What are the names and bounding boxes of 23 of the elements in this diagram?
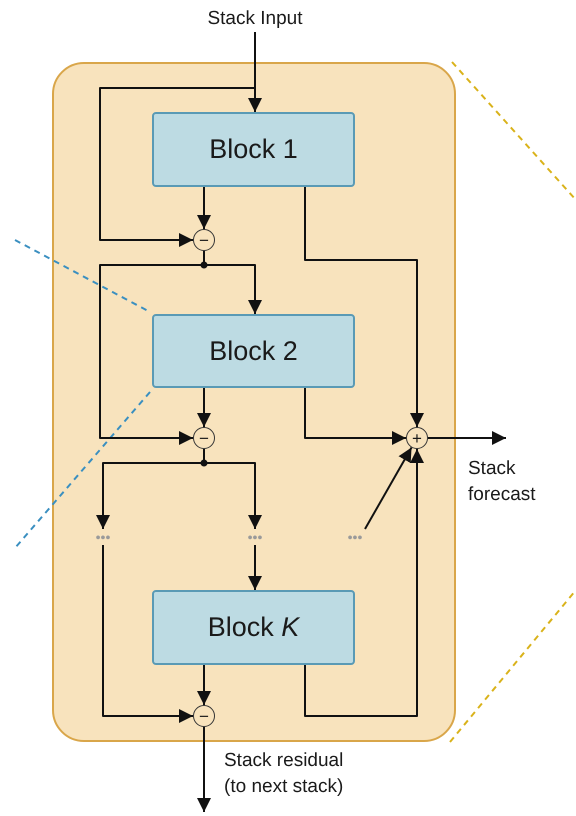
arrow (197, 388, 211, 427)
ellipsis: ••• (340, 529, 370, 545)
block-box: Block 1 (152, 112, 355, 187)
ellipsis: ••• (88, 529, 118, 545)
block-box: Block 2 (152, 314, 355, 388)
arrow (197, 727, 211, 812)
arrow (304, 449, 424, 717)
stack-container (52, 62, 456, 742)
subtract-operator: − (193, 427, 215, 449)
subtract-operator: − (193, 705, 215, 727)
arrow (197, 187, 211, 229)
arrow (197, 665, 211, 705)
input-label: Stack Input (185, 6, 325, 32)
arrow (304, 388, 406, 445)
block-box: Block K (152, 590, 355, 665)
subtract-operator: − (193, 229, 215, 251)
arrow (304, 187, 424, 427)
ellipsis: ••• (240, 529, 270, 545)
arrow (102, 545, 193, 723)
arrow (248, 545, 262, 590)
arrow (364, 447, 412, 530)
add-operator: + (406, 427, 428, 449)
arrow (428, 431, 506, 445)
